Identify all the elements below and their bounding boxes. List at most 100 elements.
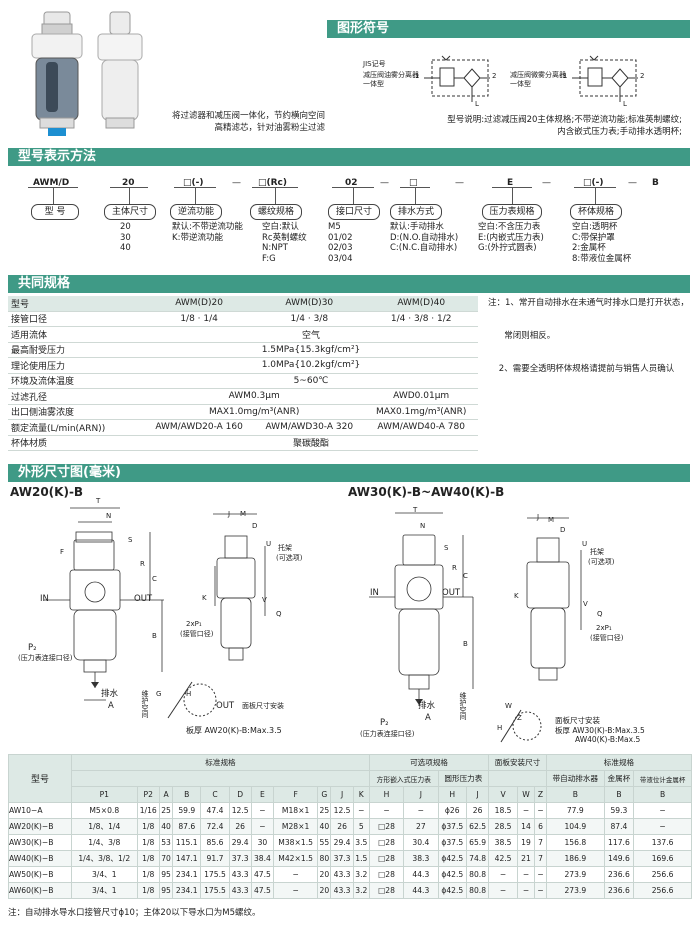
dim-label-p2-desc-right: (压力表连接口径) xyxy=(360,730,415,738)
table-cell: 1/8 xyxy=(136,866,160,883)
table-cell: 26 xyxy=(228,818,252,835)
dim-label-v: V xyxy=(262,596,267,604)
table-cell: ϕ26 xyxy=(437,802,467,819)
table-cell: 256.6 xyxy=(633,882,692,899)
product-photo-filter-regulator-2 xyxy=(97,11,143,129)
table-cell: 42.5 xyxy=(488,850,518,867)
service-space-right: 维护空间 xyxy=(459,692,467,720)
table-cell: 38.3 xyxy=(403,850,439,867)
dim-label-p2: P₂ xyxy=(28,643,37,653)
table-cell: 37.3 xyxy=(330,850,354,867)
code-thread: □(Rc) xyxy=(258,178,287,188)
dim-label-a-right: A xyxy=(425,713,431,723)
table-cell: 65.9 xyxy=(465,834,490,851)
spec-row-working-pressure: 理论使用压力 1.0MPa{10.2kgf/cm²} xyxy=(8,357,478,374)
table-cell: − xyxy=(633,802,692,819)
table-cell: − xyxy=(352,802,370,819)
table-cell: 1/8 xyxy=(136,850,160,867)
table-cell: 1/8 xyxy=(136,882,160,899)
product-photo-filter-regulator-1 xyxy=(31,11,83,136)
table-cell: 6 xyxy=(534,818,547,835)
table-cell: 1/4、3/8、1/2 xyxy=(71,850,138,867)
code-dash-2: — xyxy=(380,178,389,188)
table-cell: □28 xyxy=(368,866,405,883)
table-cell: 38.5 xyxy=(488,834,518,851)
table-cell: M5×0.8 xyxy=(71,802,138,819)
dim-label-c-right: C xyxy=(463,572,468,580)
dim-label-b-right: B xyxy=(463,640,468,648)
dim-label-k: K xyxy=(202,594,207,602)
table-cell: 80 xyxy=(317,850,332,867)
table-row-model: AW10−A xyxy=(8,802,72,819)
port-label-in-right: IN xyxy=(370,588,379,598)
pneumatic-symbol-2 xyxy=(572,55,638,102)
drawing-right-title: AW30(K)-B~AW40(K)-B xyxy=(348,485,505,499)
options-size: 20 30 40 xyxy=(120,222,131,253)
drawing-aw30-front xyxy=(369,512,474,705)
table-cell: − xyxy=(534,866,547,883)
table-cell: − xyxy=(488,882,518,899)
table-cell: ϕ37.5 xyxy=(437,834,467,851)
table-cell: 77.9 xyxy=(545,802,605,819)
options-bowl: 空白:透明杯 C:带保护罩 2:金属杯 8:带液位金属杯 xyxy=(572,222,632,264)
dim-label-q: Q xyxy=(276,610,282,618)
dim-label-z-right: Z xyxy=(517,714,522,722)
panel-out-label-left: OUT xyxy=(216,701,235,711)
bracket-label: 托架 xyxy=(278,544,292,552)
dim-label-n-right: N xyxy=(420,522,426,530)
pill-thread: 螺纹规格 xyxy=(250,204,302,220)
section-title-symbol: 图形符号 xyxy=(327,20,690,38)
code-drain: □ xyxy=(409,178,418,188)
table-cell: 53 xyxy=(158,834,174,851)
panel-thickness-right: 面板尺寸安装 板厚 AW30(K)-B:Max.3.5 AW40(K)-B:Ma… xyxy=(555,716,645,744)
section-title-spec: 共同规格 xyxy=(8,275,690,293)
table-cell: 5 xyxy=(352,818,370,835)
code-dash-3: — xyxy=(455,178,464,188)
table-cell: 25 xyxy=(317,802,332,819)
table-cell: − xyxy=(250,802,275,819)
dim-label-b: B xyxy=(152,632,157,640)
dim-label-m: M xyxy=(240,510,247,518)
dim-label-f: F xyxy=(60,548,65,556)
spec-row-filtration: 过滤孔径 AWM0.3μm AWD0.01μm xyxy=(8,388,478,405)
symbol-1-caption: 减压阀油雾分离器 一体型 xyxy=(363,71,419,88)
table-cell: 236.6 xyxy=(603,882,635,899)
table-cell: 156.8 xyxy=(545,834,605,851)
dim-label-r-right: R xyxy=(452,564,457,572)
table-cell: □28 xyxy=(368,818,405,835)
table-cell: 234.1 xyxy=(172,882,202,899)
code-model: AWM/D xyxy=(33,178,70,188)
table-cell: 7 xyxy=(534,850,547,867)
pill-reverse: 逆流功能 xyxy=(170,204,222,220)
code-gauge: E xyxy=(507,178,514,188)
table-cell: 62.5 xyxy=(465,818,490,835)
sym1-port-2: 2 xyxy=(492,72,497,80)
dim-label-p1-right: 2xP₁ xyxy=(596,624,612,632)
dim-label-u-right: U xyxy=(582,540,588,548)
table-cell: 43.3 xyxy=(330,866,354,883)
table-cell: 3/4、1 xyxy=(71,866,138,883)
service-space-left: 维护空间 xyxy=(141,690,149,718)
spec-row-flow: 额定流量(L/min(ARN)) AWM/AWD20-A 160 AWM/AWD… xyxy=(8,419,478,436)
section-title-model-code: 型号表示方法 xyxy=(8,148,690,166)
table-cell: 40 xyxy=(158,818,174,835)
table-cell: 273.9 xyxy=(545,866,605,883)
table-cell: 20 xyxy=(317,866,332,883)
table-cell: 137.6 xyxy=(633,834,692,851)
drawing-aw30-side xyxy=(526,517,582,681)
spec-row-oil-mist: 出口侧油雾浓度 MAX1.0mg/m³(ANR) MAX0.1mg/m³(ANR… xyxy=(8,404,478,420)
pill-port: 接口尺寸 xyxy=(328,204,380,220)
code-port: 02 xyxy=(345,178,358,188)
table-cell: 44.3 xyxy=(403,882,439,899)
drawing-left-title: AW20(K)-B xyxy=(10,485,84,499)
dim-label-g-left: G xyxy=(156,690,162,698)
table-cell: − xyxy=(488,866,518,883)
table-cell: ϕ37.5 xyxy=(437,818,467,835)
table-cell: 30 xyxy=(250,834,275,851)
symbol-2-caption: 减压阀微雾分离器 一体型 xyxy=(510,71,566,88)
table-cell: ϕ42.5 xyxy=(437,850,467,867)
table-cell: 20 xyxy=(317,882,332,899)
bracket-option-label: (可选项) xyxy=(276,554,303,562)
